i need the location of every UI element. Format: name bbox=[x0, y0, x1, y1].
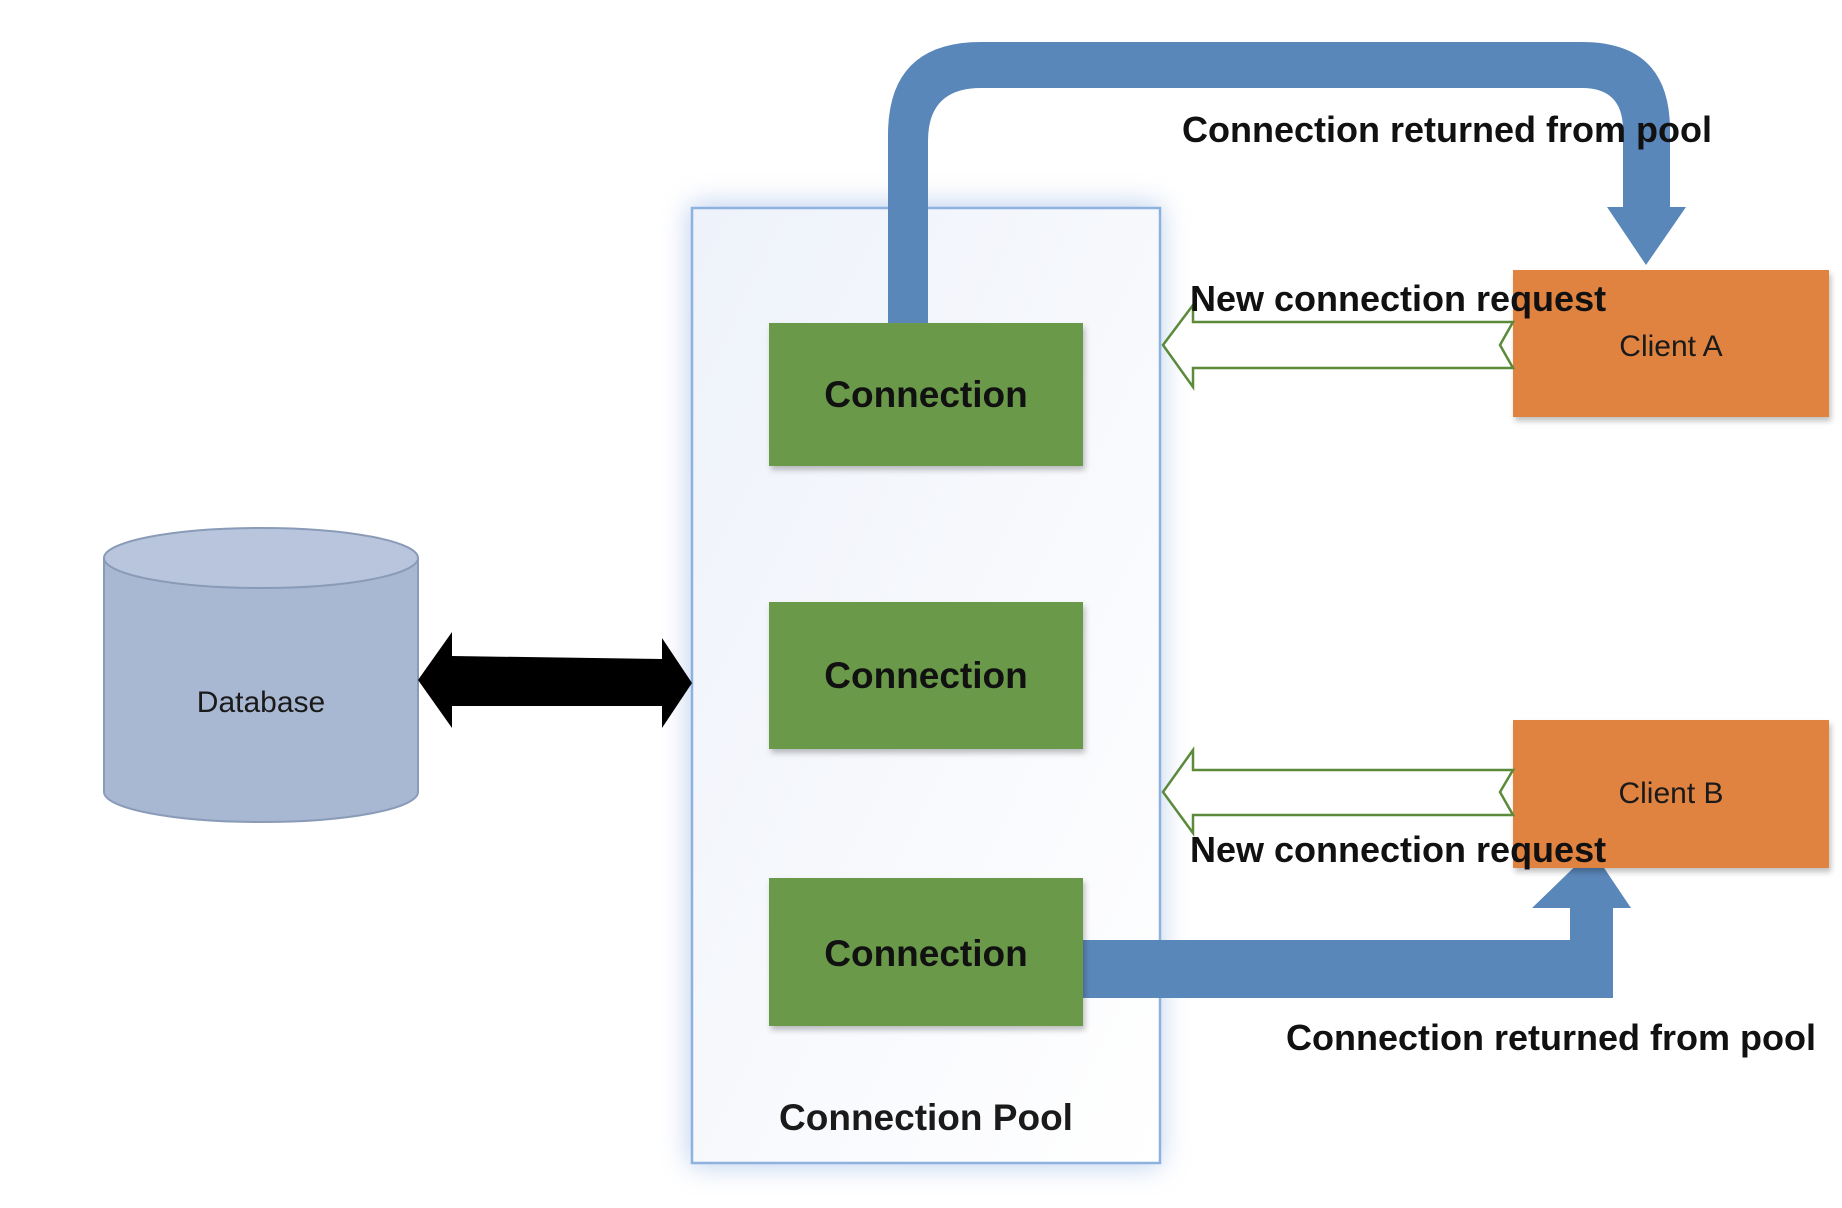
database-body bbox=[103, 558, 419, 823]
database-label: Database bbox=[197, 686, 325, 719]
connection-label-2: Connection bbox=[824, 655, 1027, 696]
client-b: Client B bbox=[1513, 720, 1829, 868]
client-a: Client A bbox=[1513, 270, 1829, 417]
request-arrow-b bbox=[1161, 746, 1516, 837]
connection-label-3: Connection bbox=[824, 933, 1027, 974]
database-top bbox=[103, 527, 419, 589]
returned-label-bottom: Connection returned from pool bbox=[1286, 1017, 1816, 1058]
return-arrow-bottom bbox=[1083, 850, 1631, 998]
client-a-label: Client A bbox=[1619, 330, 1722, 363]
database-cylinder: Database bbox=[103, 527, 419, 823]
connection-label-1: Connection bbox=[824, 374, 1027, 415]
database-pool-arrow bbox=[418, 632, 692, 728]
connection-box-3: Connection bbox=[769, 878, 1083, 1026]
client-b-label: Client B bbox=[1618, 777, 1723, 810]
connection-box-1: Connection bbox=[769, 323, 1083, 466]
return-arrow-top bbox=[888, 42, 1686, 325]
request-label-a: New connection request bbox=[1190, 278, 1606, 319]
connection-box-2: Connection bbox=[769, 602, 1083, 749]
request-arrow-a bbox=[1161, 301, 1516, 391]
request-label-b: New connection request bbox=[1190, 829, 1606, 870]
pool-label: Connection Pool bbox=[779, 1097, 1073, 1138]
returned-label-top: Connection returned from pool bbox=[1182, 109, 1712, 150]
